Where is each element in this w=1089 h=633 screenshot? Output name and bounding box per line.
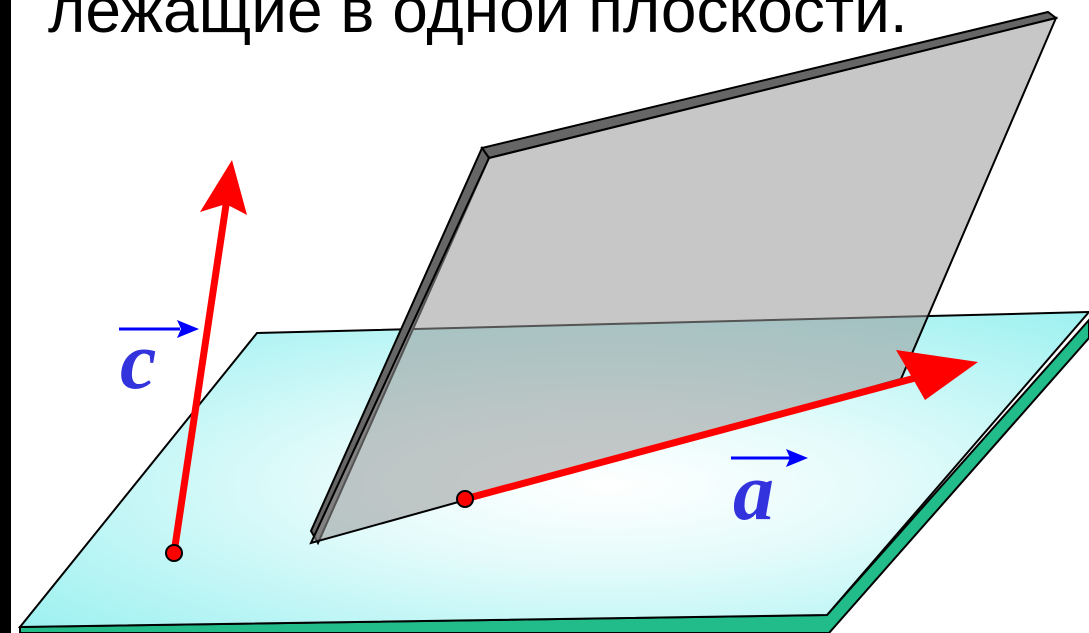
vector-c-start-point xyxy=(165,544,183,562)
vector-a-label: a xyxy=(731,446,808,537)
vector-a-start-point xyxy=(456,490,474,508)
vector-c-label: c xyxy=(119,315,199,406)
left-border xyxy=(0,0,11,633)
vector-c-label-text: c xyxy=(120,315,156,406)
vector-a-arrow-icon xyxy=(896,350,978,400)
vector-a-line xyxy=(461,370,934,503)
heading-text: лежащие в одной плоскости. xyxy=(48,0,908,46)
tilted-plane-edge-left xyxy=(309,145,491,546)
vector-c-arrow-icon xyxy=(200,160,247,215)
vector-a-label-text: a xyxy=(733,446,774,537)
vector-c-line xyxy=(170,201,230,557)
